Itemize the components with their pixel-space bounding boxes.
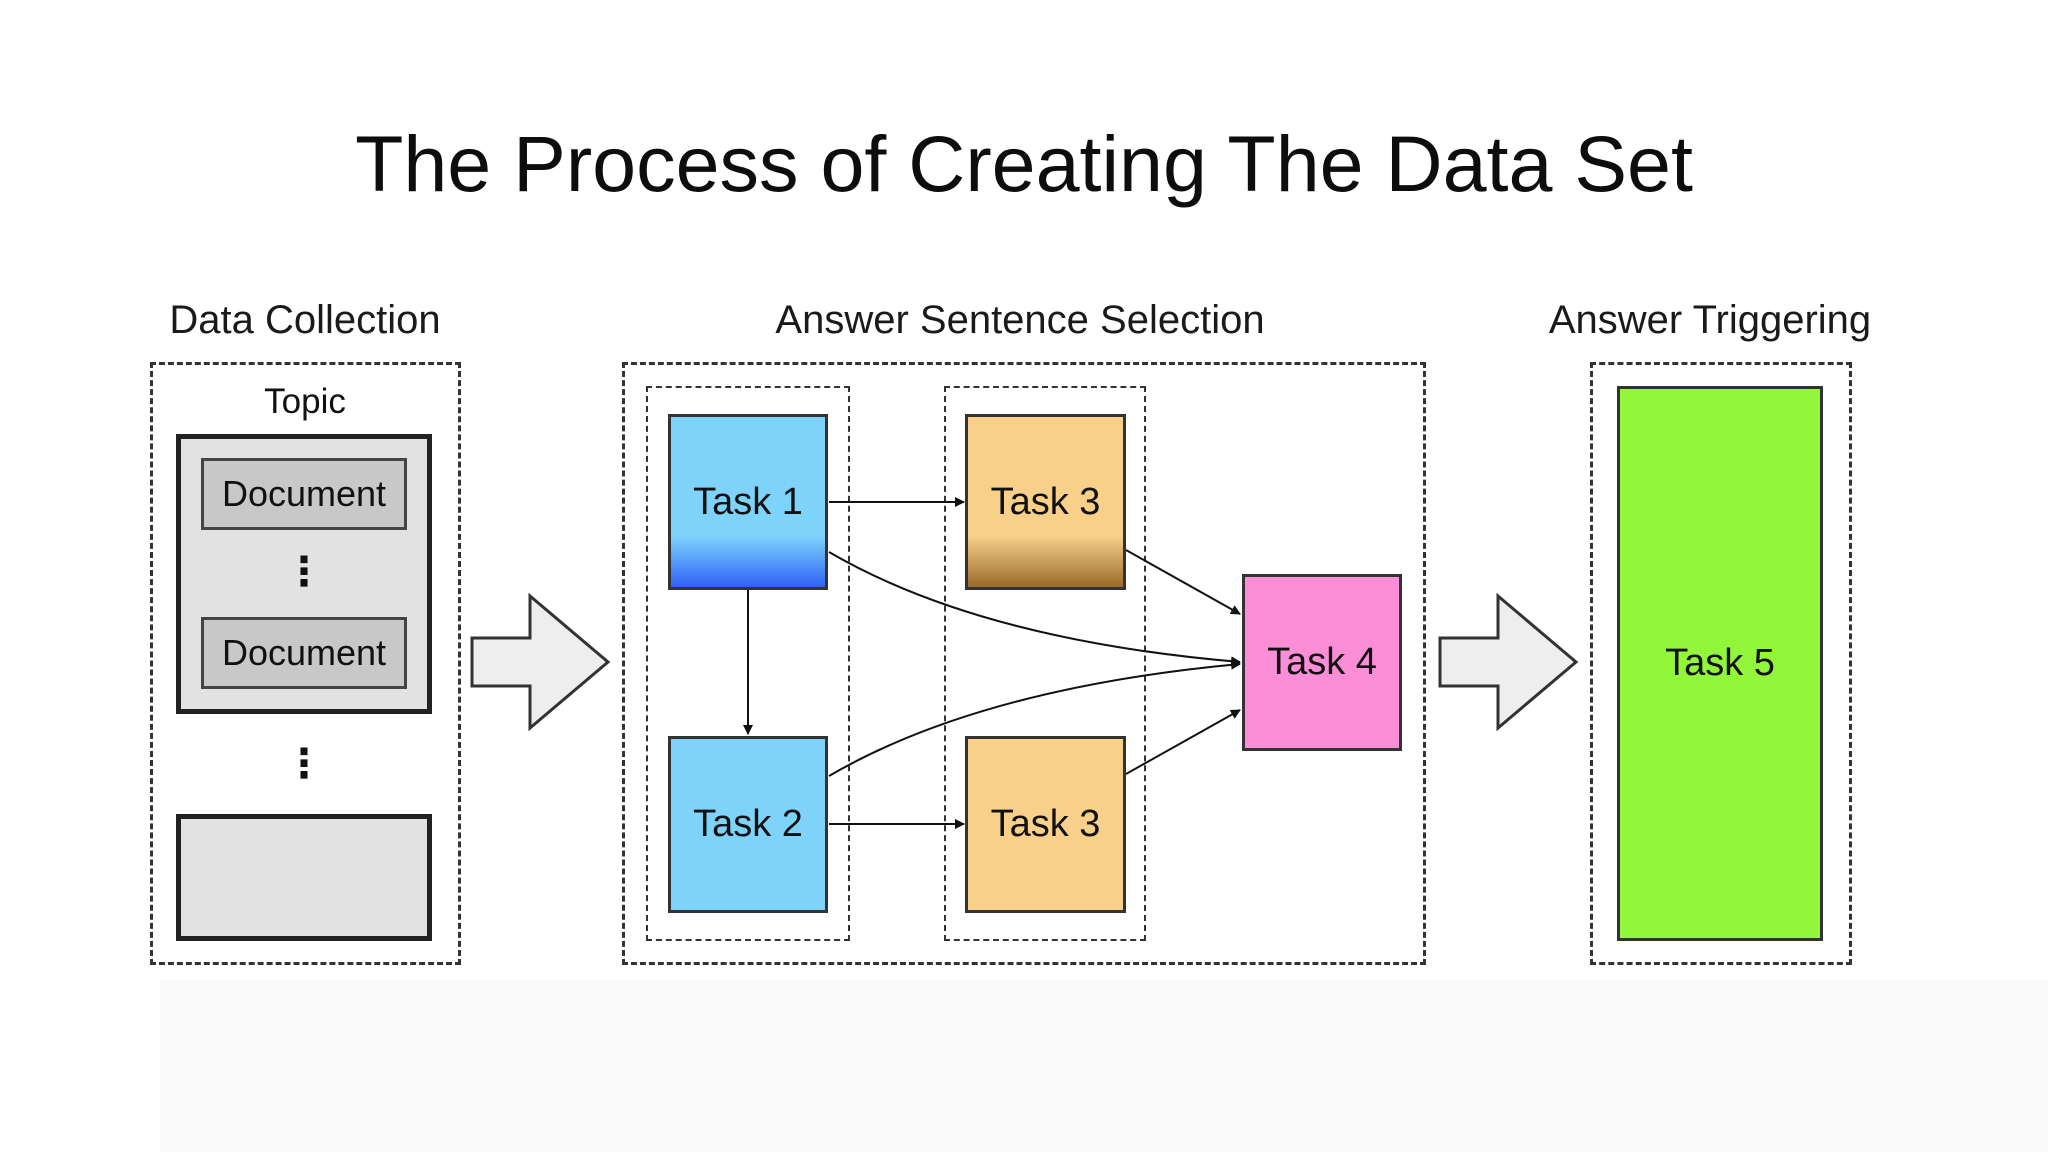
answer-triggering-label: Answer Triggering [1548,298,1872,342]
topic-ellipsis: ⋮ [284,742,324,786]
task-1-label: Task 1 [693,480,803,523]
arrow-task3bottom-to-task4 [1125,709,1241,775]
topic-box-empty [176,814,432,941]
answer-sentence-selection-label: Answer Sentence Selection [775,298,1265,342]
background-panel [160,980,2048,1152]
data-collection-container [150,362,461,965]
task-2-label: Task 2 [693,803,803,845]
task-1-2-group [646,386,850,941]
task-3-bottom-box: Task 3 [965,736,1126,913]
topic-label: Topic [264,382,346,421]
document-label-1: Document [221,473,387,514]
block-arrow-selection-to-triggering [1438,592,1579,732]
task-1-box: Task 1 [668,414,828,590]
task-4-box: Task 4 [1242,574,1402,751]
document-ellipsis: ⋮ [284,550,324,594]
task-3-top-label: Task 3 [990,480,1101,523]
arrow-task2-to-task4 [828,659,1241,777]
answer-sentence-selection-container [622,362,1426,965]
block-arrow-collection-to-selection [470,592,611,732]
task-5-label: Task 5 [1665,642,1775,684]
task-3-bottom-label: Task 3 [990,803,1101,845]
arrow-task1-to-task4 [828,551,1241,667]
document-box-1: Document [201,458,407,530]
task-5-box: Task 5 [1617,386,1823,941]
answer-triggering-container [1590,362,1852,965]
task-2-box: Task 2 [668,736,828,913]
arrow-task3top-to-task4 [1125,549,1241,615]
document-box-2: Document [201,617,407,689]
document-label-2: Document [221,632,387,673]
task-4-label: Task 4 [1267,641,1377,683]
task-3-top-box: Task 3 [965,414,1126,590]
page-title: The Process of Creating The Data Set [355,119,1693,208]
data-collection-label: Data Collection [169,298,441,342]
task-3-group [944,386,1146,941]
